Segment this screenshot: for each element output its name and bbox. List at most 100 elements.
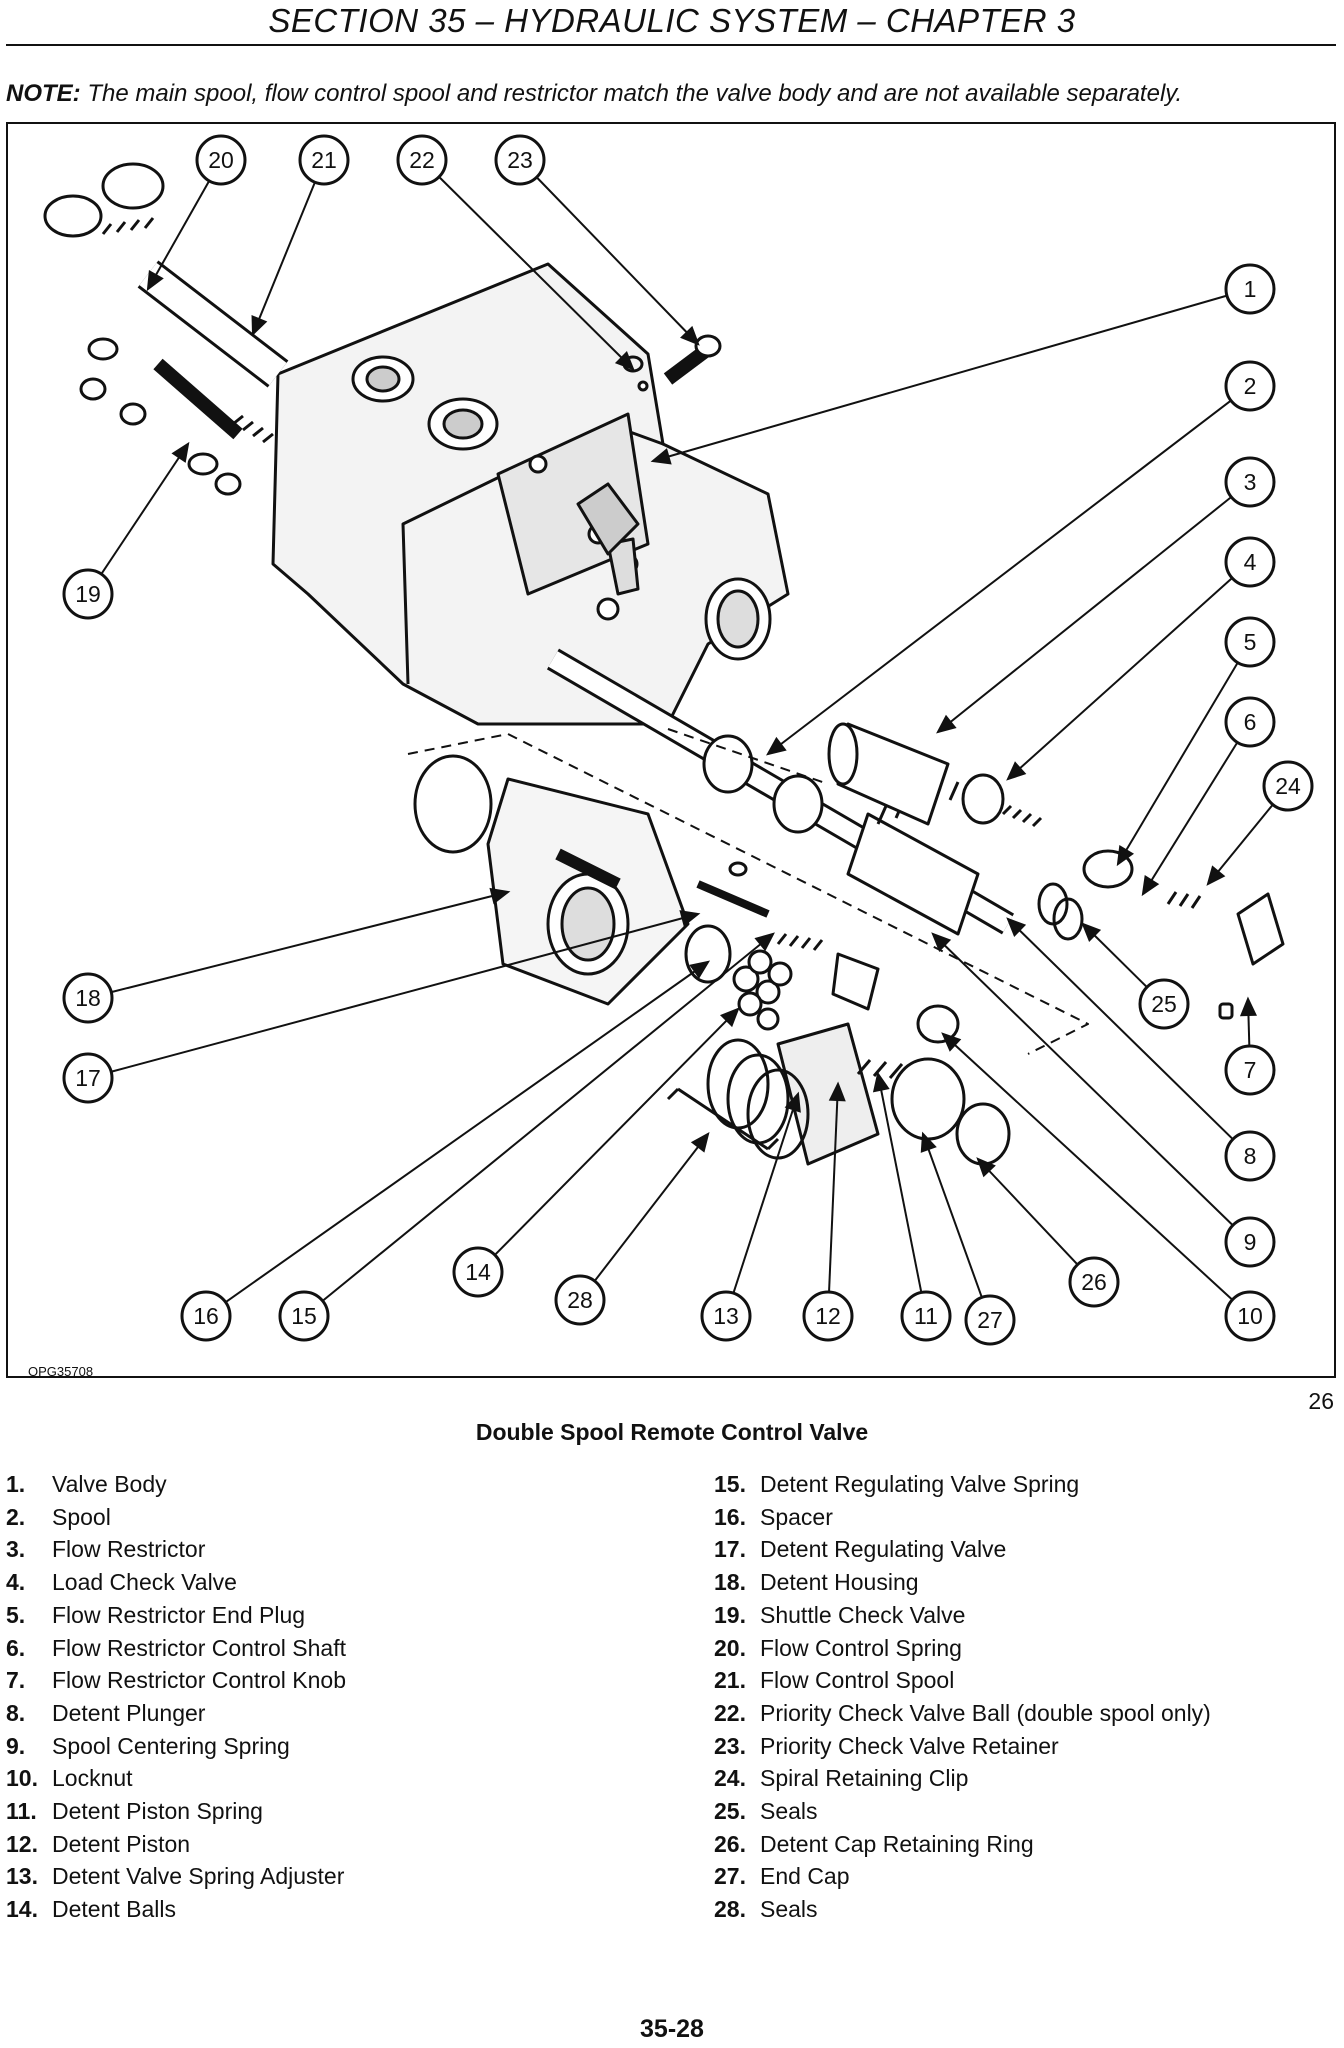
legend-item-label: Flow Restrictor Control Knob [52, 1667, 346, 1694]
legend-item-number: 1. [6, 1471, 26, 1497]
legend-item-number: 16. [714, 1503, 746, 1530]
callout-number: 18 [75, 985, 101, 1011]
legend-item: 20.Flow Control Spring [714, 1632, 1211, 1665]
callout-arrowhead [941, 1032, 962, 1052]
legend-item-label: Spacer [760, 1503, 833, 1530]
legend-item: 25.Seals [714, 1795, 1211, 1828]
callout-bubble [1224, 536, 1276, 588]
callout-arrowhead [689, 960, 711, 979]
callout-arrowhead [976, 1157, 996, 1178]
callout-leader [147, 180, 211, 290]
callout-arrowhead [1141, 875, 1160, 897]
legend-item: 6.Flow Restrictor Control Shaft [6, 1632, 346, 1665]
callout-arrowhead [1081, 922, 1102, 943]
legend-item: 10.Locknut [6, 1762, 346, 1795]
callout-leader [111, 891, 509, 994]
callout-leader [922, 1133, 983, 1298]
callout-leader [732, 1093, 799, 1294]
callout-leader [438, 176, 634, 370]
callout-leader [252, 181, 316, 335]
legend-item-number: 27. [714, 1863, 746, 1890]
legend-item-label: Locknut [52, 1765, 133, 1792]
detent-assembly-illustration [666, 933, 1011, 1166]
callout-arrowhead [1006, 917, 1027, 937]
legend-item-number: 13. [6, 1863, 38, 1890]
callout-bubble [900, 1290, 952, 1342]
legend-item-number: 11. [6, 1798, 37, 1825]
legend-item: 8.Detent Plunger [6, 1697, 346, 1730]
callout-bubble [396, 134, 448, 186]
callout-number: 10 [1237, 1303, 1263, 1329]
callout-number: 23 [507, 147, 533, 173]
priority-check-valve-illustration [622, 334, 722, 392]
callout-arrowhead [1116, 845, 1135, 867]
callout-number: 20 [208, 147, 234, 173]
callout-number: 3 [1244, 469, 1257, 495]
note-label: NOTE: [6, 80, 81, 107]
callout-bubble [1224, 1290, 1276, 1342]
legend-item-label: Detent Piston [52, 1830, 191, 1857]
callout-bubble [62, 1052, 114, 1104]
legend-item-label: Detent Plunger [52, 1699, 206, 1726]
legend-item-number: 6. [6, 1634, 26, 1661]
callout-bubble [554, 1274, 606, 1326]
callout-bubble [1224, 616, 1276, 668]
callout-bubble [452, 1246, 504, 1298]
note: NOTE: The main spool, flow control spool… [6, 80, 1182, 108]
legend-item-number: 25. [714, 1798, 746, 1825]
callout-leader [225, 961, 709, 1303]
callout-leader [535, 176, 699, 345]
legend-item-label: Flow Control Spool [760, 1667, 955, 1694]
callout-number: 24 [1275, 773, 1301, 799]
legend-item-number: 18. [714, 1569, 746, 1596]
spool-illustration [546, 648, 1015, 936]
detent-housing-illustration [413, 754, 770, 1006]
callout-number: 5 [1244, 629, 1257, 655]
flow-control-spool-illustration [43, 162, 289, 388]
legend-item: 12.Detent Piston [6, 1828, 346, 1861]
legend-item-number: 24. [714, 1765, 746, 1792]
legend-item-label: Detent Cap Retaining Ring [760, 1830, 1034, 1857]
callout-number: 14 [465, 1259, 491, 1285]
legend-item: 14.Detent Balls [6, 1893, 346, 1926]
legend-item-label: Detent Valve Spring Adjuster [52, 1863, 345, 1890]
legend-item-number: 17. [714, 1536, 746, 1563]
callout-number: 15 [291, 1303, 317, 1329]
callout-bubble [62, 568, 114, 620]
callout-number: 9 [1244, 1229, 1257, 1255]
callout-arrowhead [650, 448, 672, 465]
callout-leader [1117, 662, 1239, 865]
legend-item-number: 4. [6, 1569, 26, 1596]
legend-item: 15.Detent Regulating Valve Spring [714, 1468, 1211, 1501]
callout-bubble [1224, 360, 1276, 412]
legend-item-label: Flow Control Spring [760, 1634, 962, 1661]
callout-number: 4 [1244, 549, 1257, 575]
callout-arrowhead [614, 350, 635, 371]
callout-leader [932, 933, 1234, 1226]
callout-leader [110, 913, 699, 1073]
callout-leader [942, 1033, 1234, 1301]
legend-item-label: Load Check Valve [52, 1569, 237, 1596]
callout-bubble [700, 1290, 752, 1342]
callout-bubble [1224, 263, 1276, 315]
legend-item-label: Valve Body [52, 1471, 167, 1497]
legend-item-number: 14. [6, 1896, 38, 1923]
callout-leader [494, 1008, 739, 1256]
legend-item: 19.Shuttle Check Valve [714, 1599, 1211, 1632]
legend-item: 27. End Cap [714, 1860, 1211, 1893]
callout-number: 26 [1081, 1269, 1107, 1295]
legend-item-label: End Cap [760, 1863, 850, 1890]
callout-number: 8 [1244, 1143, 1257, 1169]
callout-arrowhead [920, 1131, 937, 1153]
callout-arrowhead [1239, 996, 1258, 1017]
callout-number: 1 [1244, 276, 1257, 302]
callout-arrowhead [754, 932, 775, 952]
callout-arrowhead [872, 1071, 890, 1093]
legend-item-label: Priority Check Valve Ball (double spool … [760, 1699, 1211, 1726]
callout-leader [593, 1133, 709, 1282]
legend-item-number: 15. [714, 1471, 746, 1497]
figure-code: OPG35708 [28, 1364, 94, 1379]
legend-item: 3.Flow Restrictor [6, 1533, 346, 1566]
legend-item: 9.Spool Centering Spring [6, 1730, 346, 1763]
